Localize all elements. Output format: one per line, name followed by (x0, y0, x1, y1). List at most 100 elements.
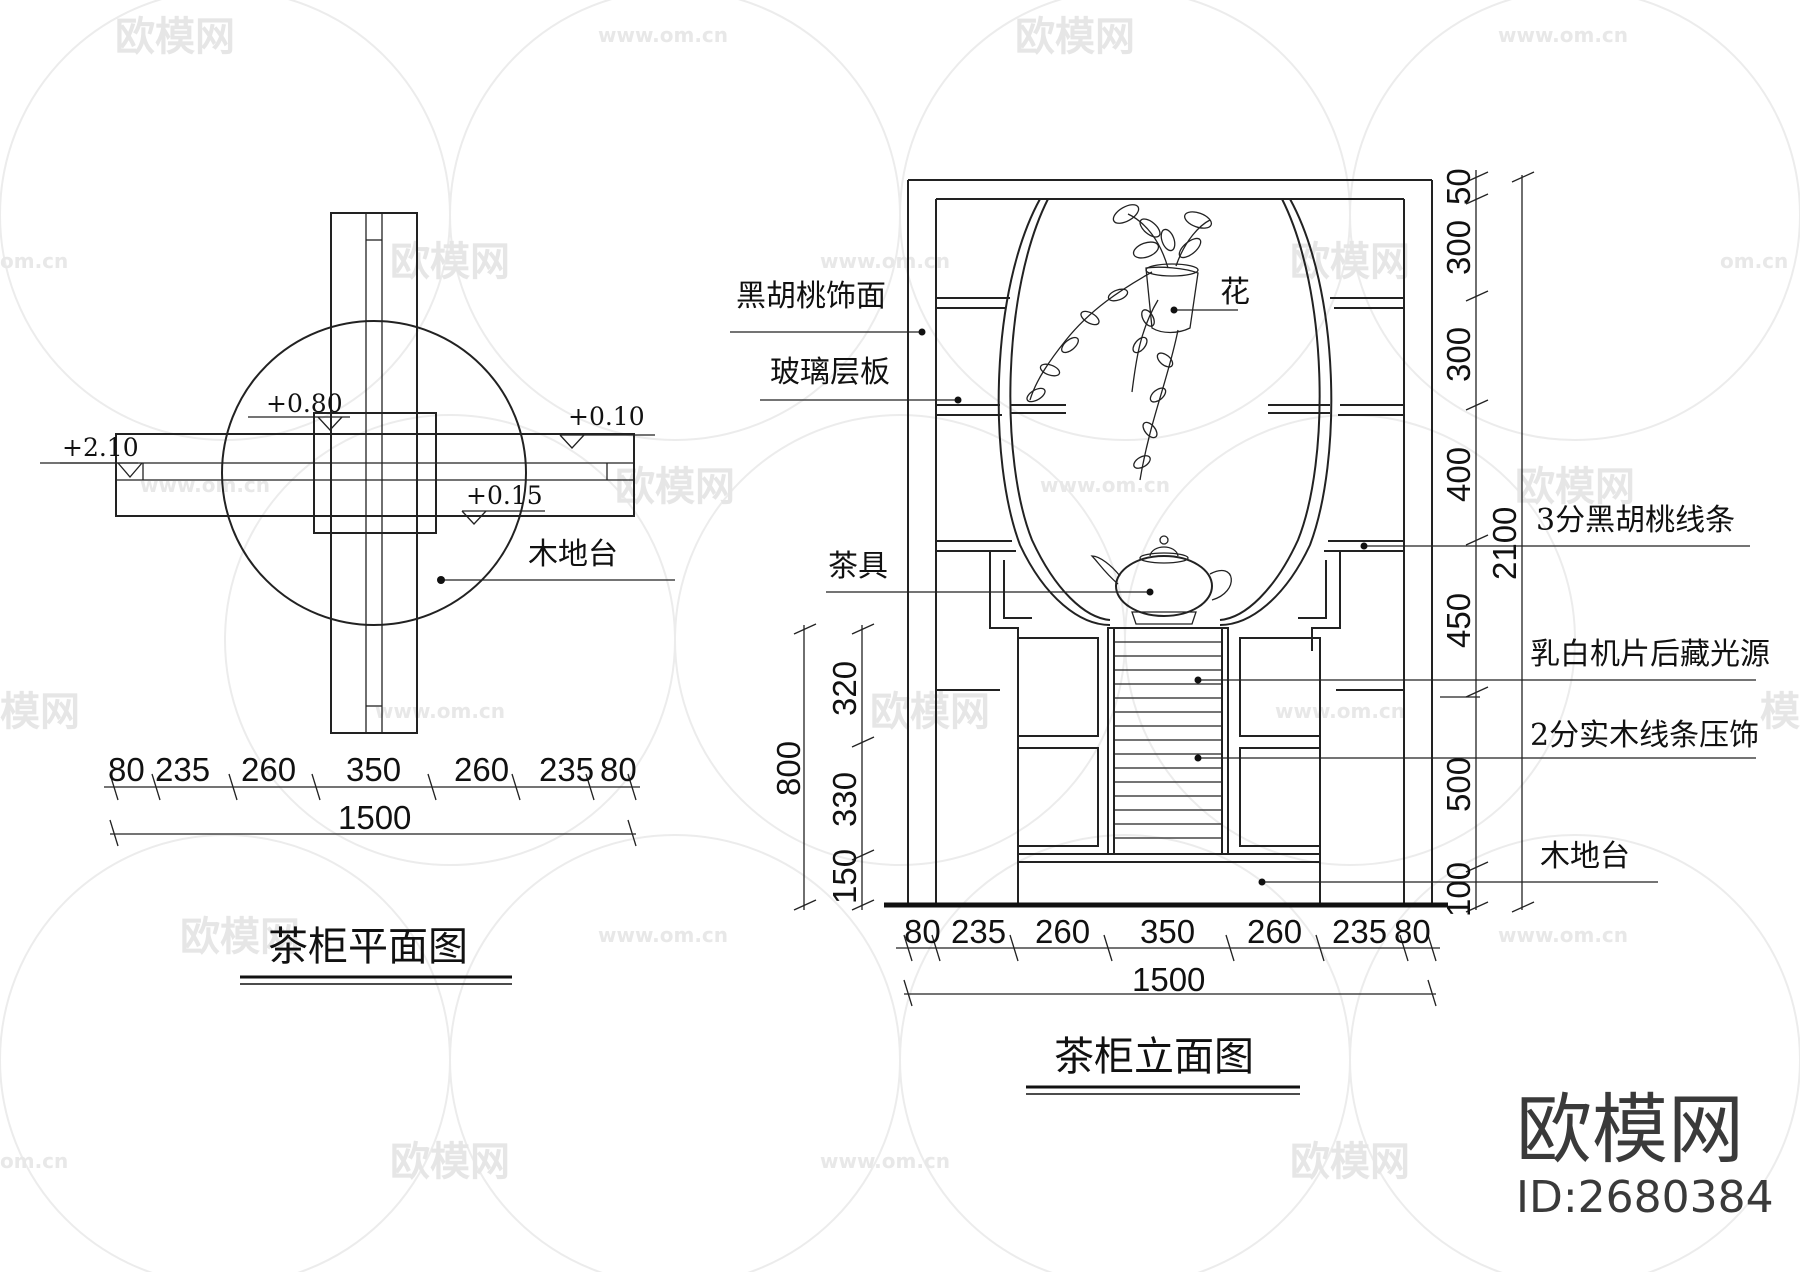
watermark-logo: 模网 (0, 689, 80, 735)
watermark-logo: 欧模网 (390, 1139, 510, 1185)
left-dim-chain (793, 623, 875, 911)
oval-left-outer (997, 198, 1111, 626)
watermark-logo: 欧模网 (1290, 1139, 1410, 1185)
leader-lines (730, 306, 1756, 886)
niche-right-step (1311, 551, 1341, 651)
oval-right-outer (1219, 198, 1333, 626)
brand-stamp: 欧模网 ID:2680384 (1516, 1085, 1774, 1223)
watermark-url: www.om.cn (1275, 699, 1405, 723)
right-dim-chain (1440, 170, 1535, 913)
left-dim: 330 (826, 772, 863, 827)
right-dim: 400 (1440, 447, 1477, 502)
right-dim: 500 (1440, 757, 1477, 812)
elev-dim: 80 (904, 913, 941, 950)
left-lower-box (1017, 747, 1099, 847)
elev-marker-icon (559, 434, 585, 449)
plan-round-platform (221, 320, 527, 626)
plan-center-table (313, 412, 437, 534)
leader-dot (437, 576, 445, 584)
elev-dim: 235 (951, 913, 1006, 950)
watermark-logo: 欧模网 (1515, 464, 1635, 510)
right-lower-box (1239, 747, 1321, 847)
watermark-url: om.cn (0, 1149, 68, 1173)
elev-marker-icon (117, 462, 143, 478)
elevation-view: 黑胡桃饰面 玻璃层板 花 茶具 3分黑胡桃线条 乳白机片后藏光源 2分实木线条压… (730, 168, 1770, 1095)
plant-icon (1026, 204, 1213, 481)
elev-total-tick (1427, 979, 1437, 1007)
oval-left-inner (1009, 198, 1111, 621)
watermark-url: www.om.cn (375, 699, 505, 723)
watermark-logo: 欧模网 (1015, 14, 1135, 60)
watermark-url: www.om.cn (820, 249, 950, 273)
label-tea-set: 茶具 (828, 549, 888, 584)
elev-label: +2.10 (62, 433, 139, 462)
left-upper-box (1017, 637, 1099, 737)
elev-total-tick (903, 979, 913, 1007)
plan-horizontal-beam (115, 433, 635, 517)
elev-dim: 260 (1247, 913, 1302, 950)
watermark-url: www.om.cn (1498, 923, 1628, 947)
plan-dim: 260 (241, 751, 296, 788)
watermark-url: om.cn (1720, 249, 1788, 273)
oval-right-inner (1219, 198, 1321, 621)
label-flower: 花 (1220, 275, 1250, 310)
light-panel-slats (1114, 641, 1222, 839)
elev-dim: 80 (1394, 913, 1431, 950)
elev-dim: 350 (1140, 913, 1195, 950)
watermark-texts: 欧模网 www.om.cn 欧模网 www.om.cn om.cn 欧模网 ww… (0, 14, 1800, 1185)
watermark-url: www.om.cn (820, 1149, 950, 1173)
brand-name: 欧模网 (1516, 1085, 1744, 1174)
elev-marker-icon (317, 416, 343, 431)
elev-marker-icon (461, 510, 487, 525)
watermark-logo: 欧模网 (180, 914, 300, 960)
left-dim-labels: 320 330 150 800 (770, 661, 863, 904)
watermark-logo: 欧模网 (390, 239, 510, 285)
plan-total-dim: 1500 (338, 799, 411, 836)
teapot-icon (1090, 535, 1232, 625)
left-dim: 150 (826, 849, 863, 904)
right-dim: 100 (1440, 862, 1477, 917)
elev-total-dim: 1500 (1132, 961, 1205, 998)
right-dim: 300 (1440, 327, 1477, 382)
plan-platform-label: 木地台 (528, 537, 618, 572)
watermark-url: www.om.cn (598, 923, 728, 947)
elev-label: +0.80 (266, 389, 343, 418)
right-dim: 50 (1440, 168, 1477, 205)
right-dim: 300 (1440, 220, 1477, 275)
right-dim: 450 (1440, 593, 1477, 648)
plan-dim: 235 (539, 751, 594, 788)
plan-dim: 80 (108, 751, 145, 788)
watermark-logo: 欧模网 (115, 14, 235, 60)
plan-view: +0.80 +0.10 +2.10 +0.15 木地台 80 235 260 3… (40, 212, 675, 985)
elev-label: +0.10 (568, 402, 645, 431)
niche-right-step-inner (1298, 560, 1327, 619)
left-total-dim: 800 (770, 741, 807, 796)
watermark-url: om.cn (0, 249, 68, 273)
watermark-url: www.om.cn (140, 473, 270, 497)
right-dim-labels: 50 300 300 400 450 500 100 2100 (1440, 168, 1523, 917)
watermark-logo: 模网 (1760, 689, 1800, 735)
watermark-url: www.om.cn (598, 23, 728, 47)
plan-dim: 80 (600, 751, 637, 788)
label-wood-strip: 2分实木线条压饰 (1530, 718, 1759, 753)
plan-dim: 260 (454, 751, 509, 788)
label-light-panel: 乳白机片后藏光源 (1530, 637, 1770, 672)
plan-title: 茶柜平面图 (268, 924, 468, 970)
elev-label: +0.15 (466, 481, 543, 510)
brand-id: ID:2680384 (1516, 1172, 1774, 1223)
plan-dim-ticks (109, 773, 637, 801)
watermark-url: www.om.cn (1498, 23, 1628, 47)
left-dim: 320 (826, 661, 863, 716)
elev-dim-ticks (903, 934, 1437, 962)
elev-dim: 260 (1035, 913, 1090, 950)
niche-left-step-inner (1003, 560, 1032, 619)
right-total-dim: 2100 (1486, 507, 1523, 580)
plan-vertical-post (330, 212, 418, 734)
watermark-url: www.om.cn (1040, 473, 1170, 497)
plan-dim: 350 (346, 751, 401, 788)
label-walnut-face: 黑胡桃饰面 (736, 279, 886, 314)
plan-dim: 235 (155, 751, 210, 788)
